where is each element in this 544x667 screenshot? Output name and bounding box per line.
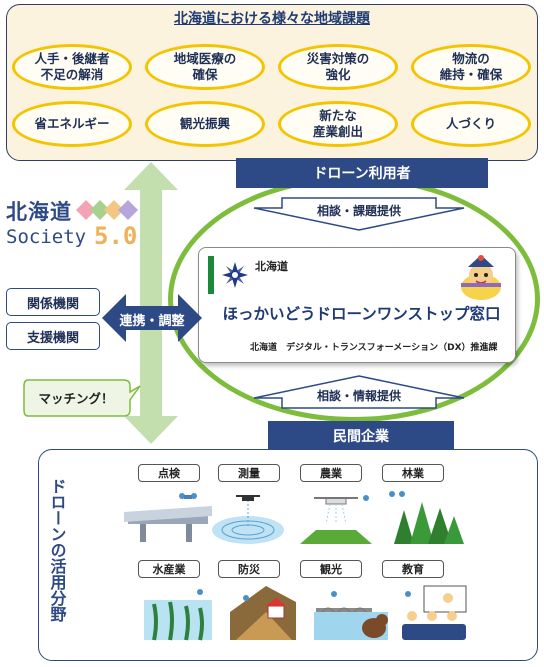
agriculture-drone-icon: [300, 495, 372, 544]
coordination-label: 連携・調整: [119, 314, 185, 329]
field-tourism-label: 観光: [300, 560, 362, 578]
issue-logistics: 物流の 維持・確保: [411, 44, 531, 90]
usage-title-text: ドローンの活用分野: [47, 478, 67, 622]
drone-users-bar: ドローン利用者: [236, 158, 488, 188]
field-forestry-label: 林業: [382, 464, 444, 482]
onestop-department: 北海道 デジタル・トランスフォーメーション（DX）推進課: [250, 343, 498, 353]
logo-society-text: Society: [6, 226, 87, 248]
consult-issue-label: 相談・課題提供: [316, 204, 401, 218]
field-agriculture-label: 農業: [300, 464, 362, 482]
onestop-pref-label: 北海道: [255, 260, 288, 273]
issue-energy: 省エネルギー: [12, 101, 132, 147]
survey-drone-icon: [212, 495, 284, 544]
tourism-icon: [314, 591, 388, 640]
forestry-icon: [389, 491, 464, 544]
support-organizations-box: 支援機関: [6, 322, 100, 350]
coordination-arrow: [102, 294, 202, 342]
field-survey-label: 測量: [218, 464, 280, 482]
regional-issues-title: 北海道における様々な地域課題: [174, 11, 370, 27]
fishery-icon: [144, 589, 212, 641]
hokkaido-flag-icon: [208, 256, 256, 294]
logo-hokkaido-text: 北海道: [6, 200, 72, 224]
issue-human-resources: 人づくり: [411, 101, 531, 147]
issue-labor-shortage: 人手・後継者 不足の解消: [12, 44, 132, 90]
usage-fields-title: ドローンの活用分野: [44, 478, 70, 627]
consult-info-label: 相談・情報提供: [316, 389, 401, 403]
mascot-icon: [461, 255, 501, 300]
field-education-label: 教育: [382, 560, 444, 578]
field-disaster-label: 防災: [218, 560, 280, 578]
related-organizations-box: 関係機関: [6, 288, 100, 316]
diamond-logo-icon: [76, 200, 138, 220]
vertical-double-arrow: [124, 162, 178, 444]
private-companies-bar: 民間企業: [268, 421, 454, 451]
issue-medical: 地域医療の 確保: [145, 44, 265, 90]
matching-label: マッチング！: [38, 391, 114, 406]
field-fishery-label: 水産業: [138, 560, 200, 578]
education-icon: [402, 585, 467, 640]
bridge-inspection-icon: [124, 493, 212, 542]
issue-new-industry: 新たな 産業創出: [278, 101, 398, 147]
disaster-icon: [230, 586, 296, 640]
logo-version-text: 5.0: [94, 222, 138, 250]
consult-issue-arrow: [253, 197, 465, 231]
onestop-title: ほっかいどうドローンワンストップ窓口: [222, 305, 501, 323]
consult-info-arrow: [253, 375, 465, 409]
matching-callout-shape: [23, 379, 141, 417]
issue-tourism: 観光振興: [145, 101, 265, 147]
issue-disaster: 災害対策の 強化: [278, 44, 398, 90]
field-inspection-label: 点検: [138, 464, 200, 482]
society5-logo: 北海道 Society 5.0: [4, 192, 144, 262]
